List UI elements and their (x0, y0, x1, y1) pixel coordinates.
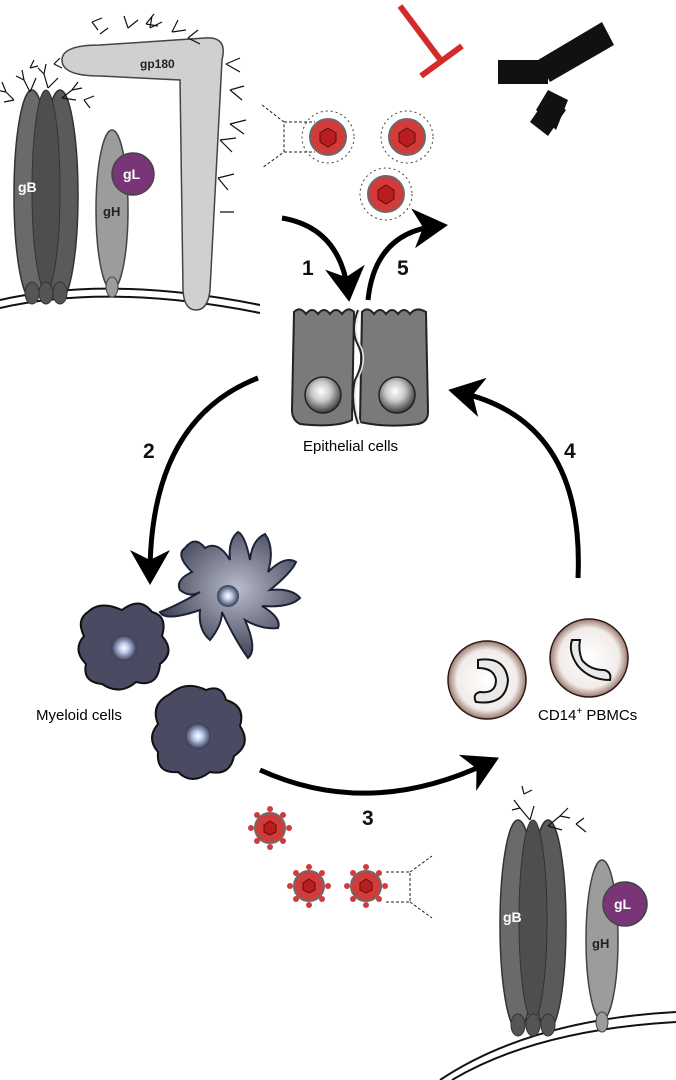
inhibition-symbol (397, 4, 464, 79)
epithelial-nucleus-left (304, 376, 342, 414)
bottom-gl-label: gL (614, 896, 632, 912)
arrow-step-5 (365, 208, 448, 301)
step-3-label: 3 (362, 807, 374, 830)
gp180: gp180 (61, 13, 247, 311)
arrow-step-2 (130, 375, 259, 585)
arrow-step-1 (281, 215, 365, 302)
myeloid-cells-label: Myeloid cells (36, 707, 122, 724)
bottom-virion-zoom-lines (386, 855, 433, 919)
virion-top-1 (301, 110, 355, 164)
pbmc-label-prefix: CD14 (538, 707, 576, 724)
bottom-gh-label: gH (592, 936, 609, 951)
top-virion-zoom-lines (261, 104, 315, 169)
pbmc-cell-2 (549, 618, 629, 698)
tight-junction (352, 309, 363, 425)
dendritic-cell (158, 530, 302, 660)
virion-top-3 (359, 167, 413, 221)
top-gh-label: gH (103, 204, 120, 219)
bottom-membrane-glycoprotein-complex: gB gH gL (439, 785, 676, 1080)
top-membrane-inner (0, 295, 261, 314)
top-gl: gL (111, 152, 155, 196)
virion-bottom-1 (248, 806, 292, 850)
myeloid-cell-2 (151, 684, 246, 780)
myeloid-cell-1 (77, 602, 170, 691)
step-5-label: 5 (397, 257, 409, 280)
arrow-step-4 (448, 377, 581, 579)
pbmc-label-suffix: PBMCs (582, 707, 637, 724)
step-1-label: 1 (302, 257, 314, 280)
virion-top-2 (380, 110, 434, 164)
virion-bottom-3 (344, 864, 388, 908)
arrow-step-3 (258, 754, 500, 796)
bottom-membrane-inner (451, 1021, 676, 1080)
top-gb-trimer: gB (0, 57, 95, 305)
antibody-icon (498, 22, 614, 136)
gp180-label: gp180 (140, 57, 175, 71)
top-gl-label: gL (123, 166, 141, 182)
bottom-membrane (439, 1011, 676, 1080)
epithelial-nucleus-right (378, 376, 416, 414)
step-4-label: 4 (564, 440, 576, 463)
epithelial-cells-label: Epithelial cells (303, 438, 398, 455)
epithelial-cells (290, 308, 430, 427)
pbmc-cell-1 (447, 640, 527, 720)
bottom-gb-trimer: gB (499, 785, 587, 1037)
bottom-gb-label: gB (503, 909, 522, 925)
pbmc-label-superscript: + (576, 706, 582, 717)
top-membrane-glycoprotein-complex: gB gH gL gp180 (0, 13, 261, 314)
top-gb-label: gB (18, 179, 37, 195)
step-2-label: 2 (143, 440, 155, 463)
pbmc-label: CD14+ PBMCs (538, 706, 637, 724)
bottom-gl: gL (602, 881, 648, 927)
virion-bottom-2 (287, 864, 331, 908)
